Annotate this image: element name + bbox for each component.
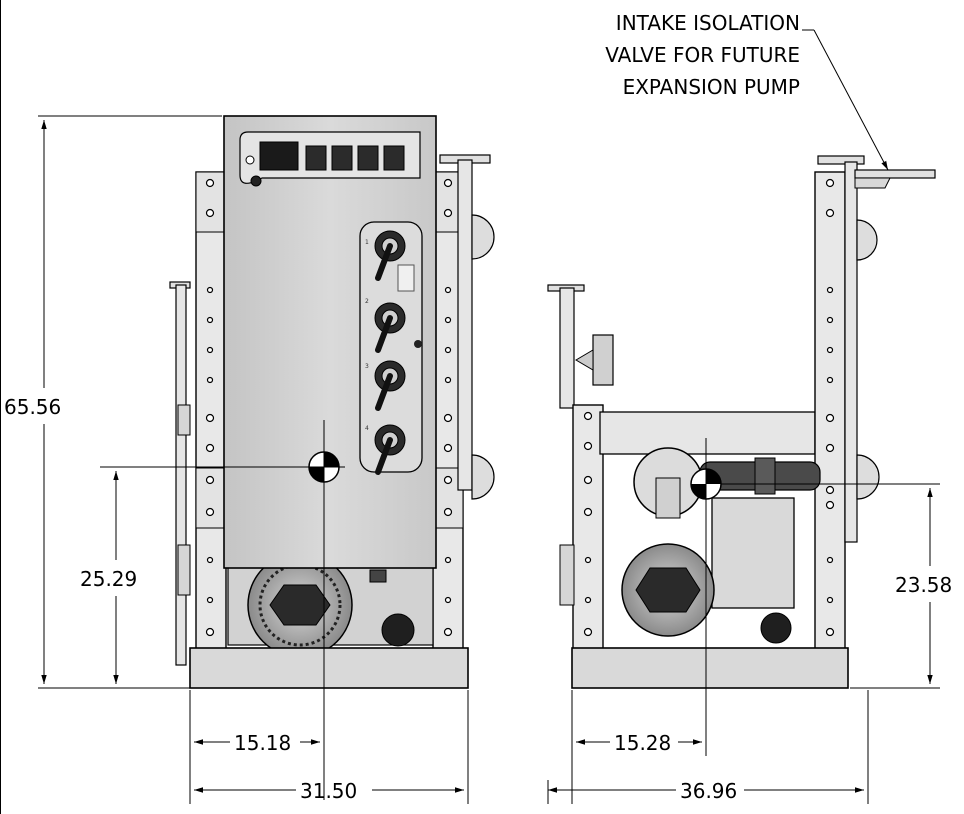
control-panel-display	[259, 141, 299, 171]
front-view: 1 2 3 4	[100, 115, 495, 800]
intake-isolation-valve-body	[854, 177, 891, 189]
control-panel-button-4	[383, 145, 405, 171]
dim-front-cog-height: 25.29	[80, 567, 137, 591]
front-left-post	[195, 171, 227, 653]
dim-front-cog-width: 15.18	[234, 731, 291, 755]
front-fitting	[369, 569, 387, 583]
side-top-flange	[817, 155, 865, 165]
front-pressure-tank	[381, 613, 415, 647]
control-panel-button-3	[357, 145, 379, 171]
control-panel-button-2	[331, 145, 353, 171]
front-right-post-holes	[443, 178, 453, 637]
side-left-bracket	[559, 544, 575, 606]
side-check-valve	[592, 334, 614, 386]
selector-switch-2: 2	[365, 298, 406, 353]
side-junction-box	[711, 497, 795, 609]
control-panel-indicator-1	[245, 155, 255, 165]
selector-switch-4: 4	[365, 424, 406, 475]
note-line-1: INTAKE ISOLATION	[616, 11, 800, 35]
side-right-pipe	[844, 161, 858, 543]
switch-number-4: 4	[365, 425, 369, 432]
selector-switch-1: 1	[365, 230, 406, 281]
side-cross-beam	[599, 411, 816, 455]
front-motor-fan-guard	[269, 584, 331, 626]
left-pipe-bracket-2	[177, 544, 191, 596]
note-line-3: EXPANSION PUMP	[623, 75, 800, 99]
selector-switch-3: 3	[365, 360, 406, 411]
left-pipe-bracket	[177, 404, 191, 436]
side-pump-neck	[655, 477, 681, 519]
side-right-valve-lower	[856, 454, 880, 500]
side-view	[547, 155, 940, 756]
side-base	[571, 647, 849, 689]
dim-overall-height: 65.56	[4, 395, 61, 419]
side-left-post	[572, 404, 604, 651]
switch-number-2: 2	[365, 298, 369, 305]
left-pipe	[175, 284, 187, 666]
front-right-pipe	[457, 159, 473, 491]
note-line-2: VALVE FOR FUTURE	[605, 43, 800, 67]
side-right-post-holes	[825, 178, 835, 637]
dim-side-overall-width: 36.96	[680, 779, 737, 803]
side-pressure-tank	[760, 612, 792, 644]
control-panel-indicator-2	[250, 175, 262, 187]
side-check-valve-nose	[575, 349, 594, 371]
side-left-pipe	[559, 287, 575, 409]
panel-latch	[414, 340, 422, 348]
control-panel-button-1	[305, 145, 327, 171]
dim-front-overall-width: 31.50	[300, 779, 357, 803]
dimensions	[38, 29, 940, 804]
side-right-valve-upper	[856, 219, 878, 261]
front-right-valve-upper	[471, 214, 495, 260]
switch-warning-label	[397, 264, 415, 292]
front-right-valve-lower	[471, 454, 495, 500]
front-left-post-holes	[205, 178, 215, 637]
intake-isolation-valve	[854, 169, 936, 179]
switch-number-1: 1	[365, 239, 369, 246]
switch-number-3: 3	[365, 363, 369, 370]
dim-side-cog-height: 23.58	[895, 573, 952, 597]
side-motor-fan-guard	[635, 567, 701, 613]
side-hose-coupling	[754, 457, 776, 495]
side-left-post-holes	[583, 411, 593, 637]
dim-side-cog-width: 15.28	[614, 731, 671, 755]
side-right-post	[814, 171, 846, 653]
front-base	[189, 647, 469, 689]
